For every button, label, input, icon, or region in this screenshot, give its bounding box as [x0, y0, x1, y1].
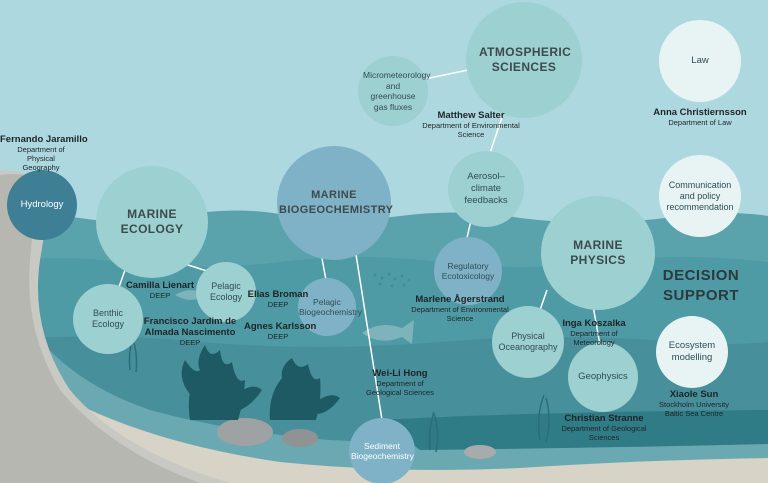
marine-physics-circle: MARINE PHYSICS — [541, 196, 655, 310]
deep-water-band — [380, 410, 768, 450]
decision-support-heading: DECISION SUPPORT — [662, 267, 740, 304]
person-name: Elias Broman — [247, 289, 309, 300]
person-name: Camilla Lienart — [125, 280, 195, 291]
person-xiaole-sun: Xiaole Sun Stockholm University Baltic S… — [652, 389, 736, 418]
marine-biogeochemistry-label: MARINE BIOGEOCHEMISTRY — [279, 189, 394, 216]
pelagic-ecology-circle: Pelagic Ecology — [196, 262, 256, 322]
communication-policy-circle: Communication and policy recommendation — [659, 155, 741, 237]
person-name: Francisco Jardim de Almada Nascimento — [143, 316, 237, 338]
person-elias-broman: Elias Broman DEEP — [246, 289, 310, 309]
benthic-ecology-circle: Benthic Ecology — [73, 284, 143, 354]
geophysics-label: Geophysics — [578, 371, 628, 382]
micrometeorology-circle: Micrometeorology and greenhouse gas flux… — [358, 56, 431, 126]
ecosystem-modelling-label: Ecosystem modelling — [668, 340, 716, 363]
atmospheric-sciences-label: ATMOSPHERIC SCIENCES — [479, 45, 572, 74]
micrometeorology-label: Micrometeorology and greenhouse gas flux… — [363, 70, 431, 112]
hydrology-circle: Hydrology — [7, 170, 77, 240]
person-matthew-salter: Matthew Salter Department of Environment… — [418, 110, 524, 139]
aerosol-climate-label: Aerosol–climate feedbacks — [464, 171, 508, 206]
person-name: Xiaole Sun — [669, 389, 719, 400]
person-agnes-karlsson: Agnes Karlsson DEEP — [244, 321, 317, 341]
person-department: DEEP — [267, 300, 289, 309]
person-christian-stranne: Christian Stranne Department of Geologic… — [556, 413, 652, 442]
geophysics-circle: Geophysics — [568, 342, 638, 412]
regulatory-ecotoxicology-label: Regulatory Ecotoxicology — [441, 260, 495, 282]
benthic-ecology-label: Benthic Ecology — [91, 308, 125, 329]
pelagic-biogeochemistry-label: Pelagic Biogeochemistry — [299, 296, 362, 318]
sediment-biogeochemistry-circle: Sediment Biogeochemistry — [349, 418, 415, 483]
person-department: Stockholm University Baltic Sea Centre — [658, 400, 730, 418]
person-name: Anna Christiernsson — [653, 107, 747, 118]
person-name: Agnes Karlsson — [244, 321, 317, 332]
person-department: Department of Geological Sciences — [366, 379, 434, 397]
person-marlene-agerstrand: Marlene Ågerstrand Department of Environ… — [410, 294, 510, 323]
person-inga-koszalka: Inga Koszalka Department of Meteorology — [560, 318, 628, 347]
person-name: Marlene Ågerstrand — [415, 294, 505, 305]
person-name: Fernando Jaramillo — [0, 134, 88, 145]
fish-school — [373, 272, 411, 288]
person-department: Department of Law — [668, 118, 732, 127]
person-camilla-lienart: Camilla Lienart DEEP — [124, 280, 196, 300]
person-name: Christian Stranne — [564, 413, 644, 424]
hydrology-label: Hydrology — [20, 199, 64, 210]
person-department: Department of Environmental Science — [411, 305, 509, 323]
physical-oceanography-label: Physical Oceanography — [498, 331, 558, 352]
land-slope-shadow — [0, 174, 200, 483]
person-department: Department of Physical Geography — [17, 145, 65, 172]
pelagic-biogeochemistry-circle: Pelagic Biogeochemistry — [298, 278, 362, 336]
person-wei-li-hong: Wei-Li Hong Department of Geological Sci… — [362, 368, 438, 397]
person-name: Matthew Salter — [437, 110, 505, 121]
person-department: DEEP — [179, 338, 201, 347]
person-name: Wei-Li Hong — [372, 368, 428, 379]
ecosystem-modelling-circle: Ecosystem modelling — [656, 316, 728, 388]
law-circle: Law — [659, 20, 741, 102]
marine-physics-label: MARINE PHYSICS — [570, 238, 626, 267]
sediment-biogeochemistry-label: Sediment Biogeochemistry — [351, 440, 414, 462]
rock — [217, 418, 273, 446]
rock — [464, 445, 496, 459]
person-anna-christiernsson: Anna Christiernsson Department of Law — [650, 107, 750, 127]
person-fernando-jaramillo: Fernando Jaramillo Department of Physica… — [0, 134, 88, 172]
rock — [282, 429, 318, 447]
person-department: Department of Geological Sciences — [561, 424, 647, 442]
seaweed-cluster-left — [181, 345, 262, 420]
person-department: DEEP — [267, 332, 289, 341]
physical-oceanography-circle: Physical Oceanography — [492, 306, 564, 378]
marine-ecology-circle: MARINE ECOLOGY — [96, 166, 208, 278]
pelagic-ecology-label: Pelagic Ecology — [209, 281, 243, 302]
fish — [175, 287, 414, 344]
marine-ecology-label: MARINE ECOLOGY — [120, 207, 184, 236]
person-department: Department of Meteorology — [570, 329, 618, 347]
person-department: Department of Environmental Science — [422, 121, 520, 139]
aerosol-climate-circle: Aerosol–climate feedbacks — [448, 151, 524, 227]
atmospheric-sciences-circle: ATMOSPHERIC SCIENCES — [466, 2, 582, 118]
regulatory-ecotoxicology-circle: Regulatory Ecotoxicology — [434, 237, 502, 305]
person-department: DEEP — [149, 291, 171, 300]
person-name: Inga Koszalka — [562, 318, 626, 329]
marine-biogeochemistry-circle: MARINE BIOGEOCHEMISTRY — [277, 146, 394, 260]
communication-policy-label: Communication and policy recommendation — [666, 179, 734, 212]
law-label: Law — [691, 55, 709, 66]
seaweed-cluster-right — [269, 358, 340, 420]
person-francisco-jardim: Francisco Jardim de Almada Nascimento DE… — [140, 316, 240, 347]
seabed-shelf — [0, 258, 768, 483]
